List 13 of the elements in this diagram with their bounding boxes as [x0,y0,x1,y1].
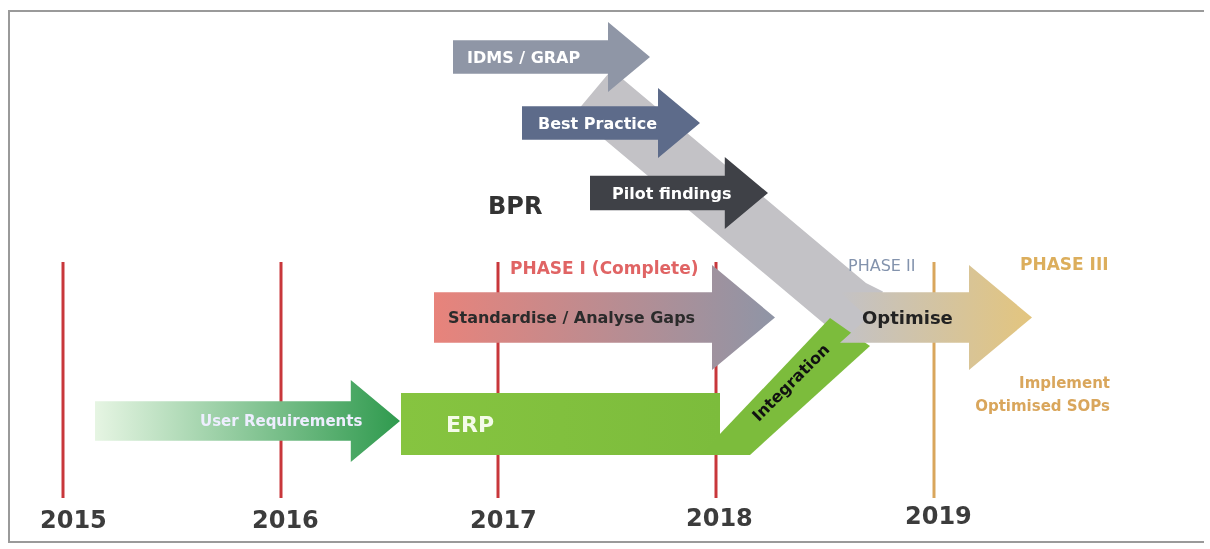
year-label: 2017 [470,506,537,534]
year-label: 2016 [252,506,319,534]
process-band: ERP [401,393,720,455]
phase-label: PHASE I (Complete) [510,258,699,278]
year-label: 2015 [40,506,107,534]
arrow-banner: Pilot findings [590,157,768,229]
year-label: 2018 [686,504,753,532]
arrow-banner: Best Practice [522,88,700,158]
arrow-banner: User Requirements [95,380,400,462]
group-label: BPR [488,192,543,220]
year-label: 2019 [905,502,972,530]
arrow-banner: IDMS / GRAP [453,22,650,92]
note-text: Implement Optimised SOPs [974,373,1110,417]
